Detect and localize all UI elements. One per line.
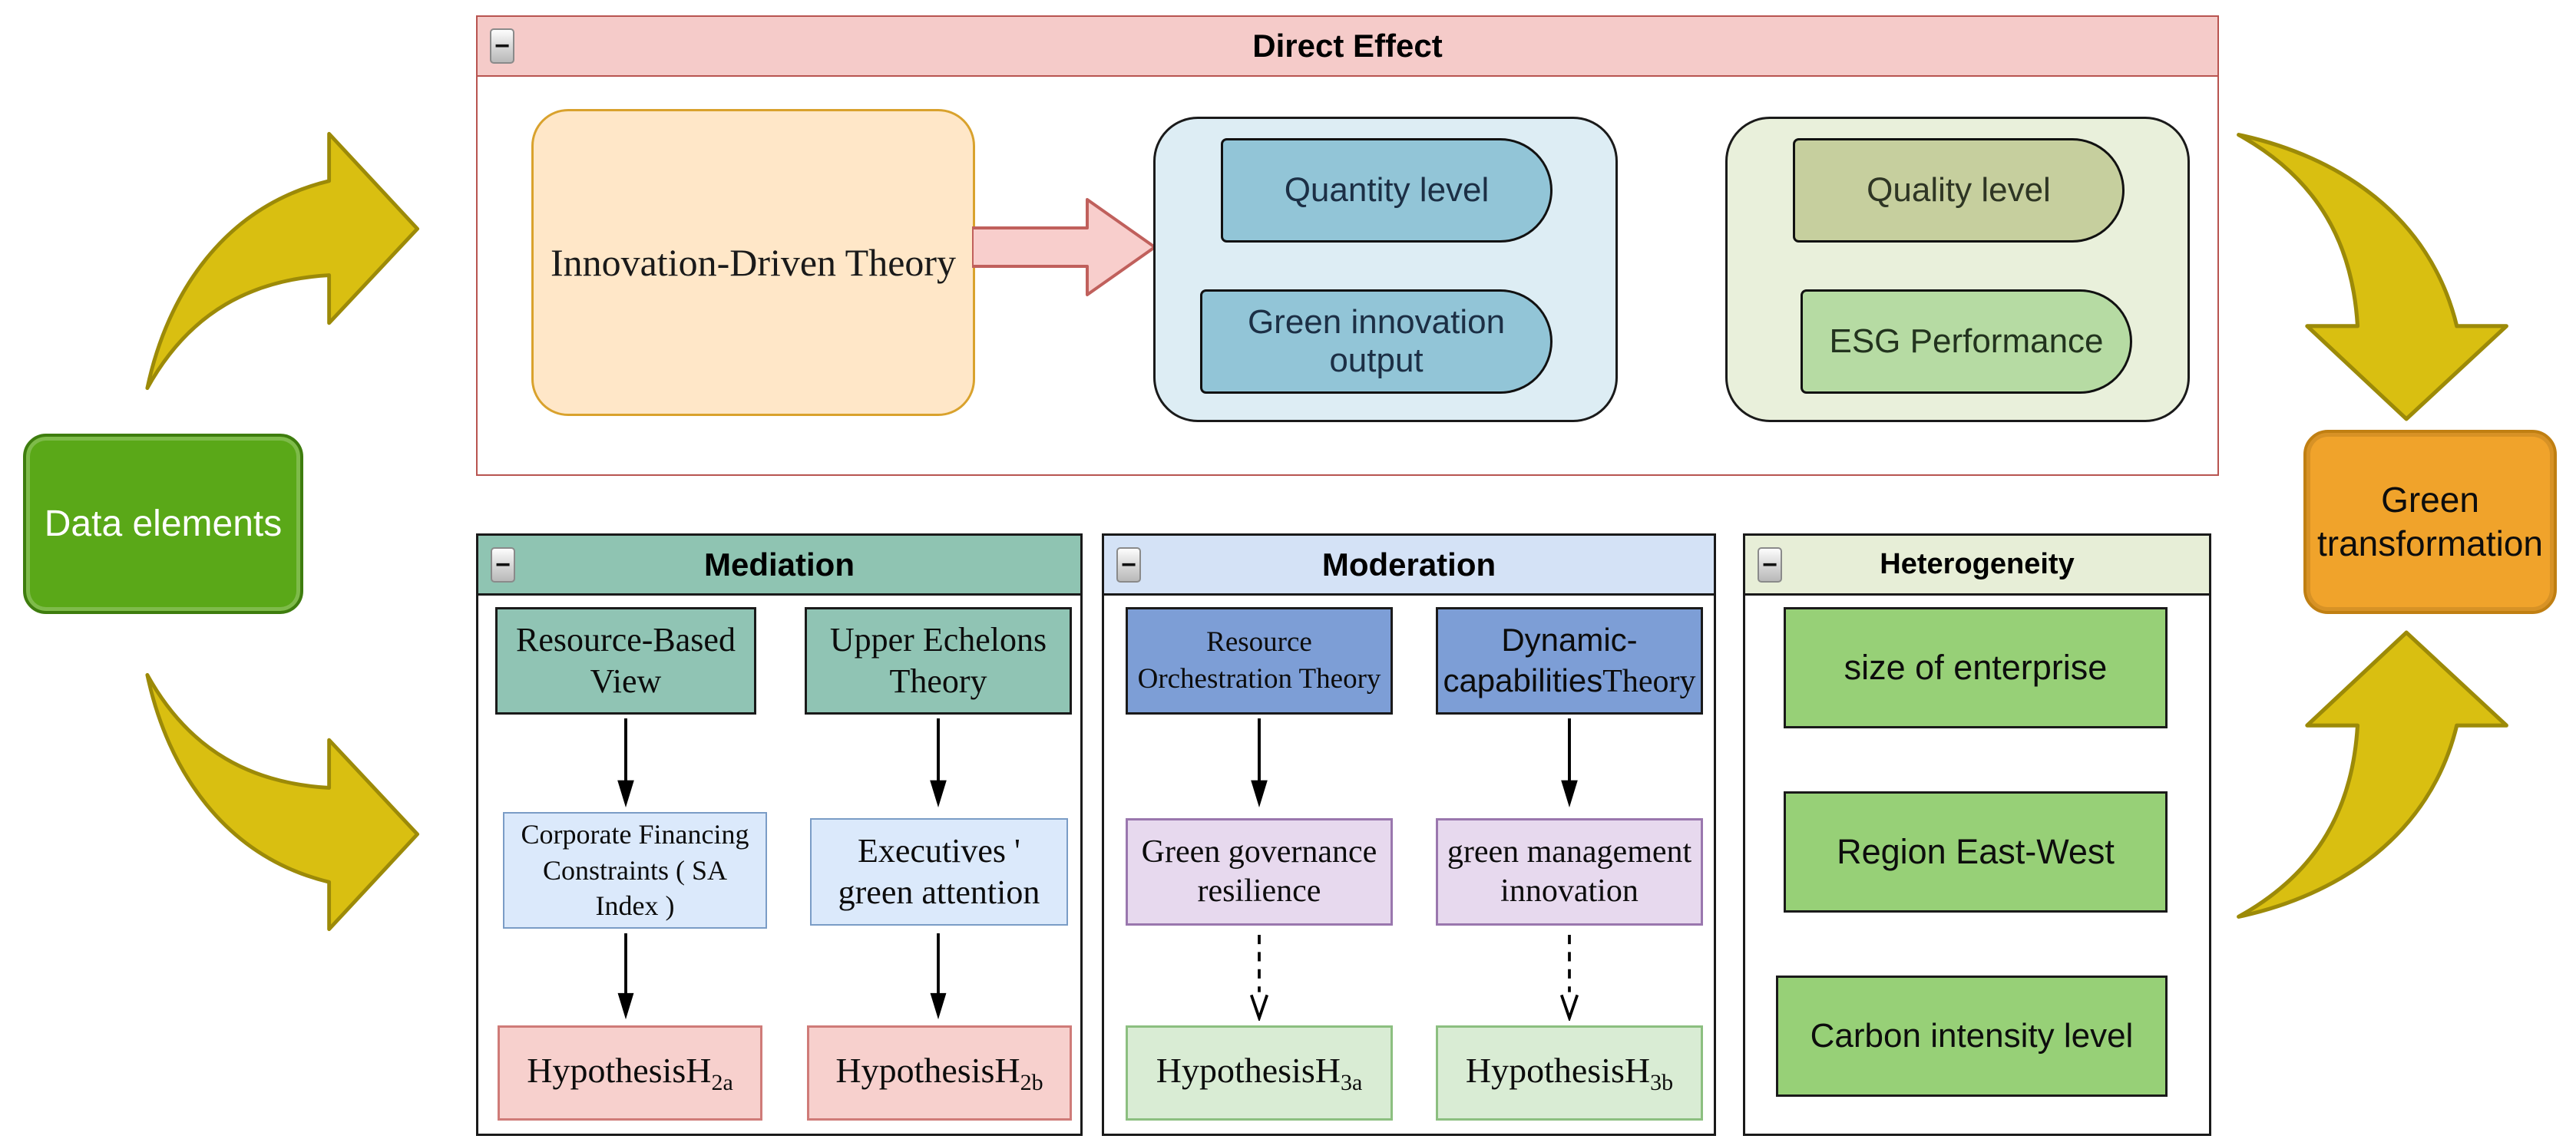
carbon-intensity-label: Carbon intensity level bbox=[1810, 1017, 2134, 1055]
green-transformation-label-line2: transformation bbox=[2316, 523, 2543, 563]
green-governance-line1: Green governance bbox=[1141, 834, 1377, 870]
financing-constraints-line3: Index ) bbox=[595, 890, 675, 922]
curved-arrow-top-left bbox=[145, 131, 420, 391]
panel-direct-effect-body: Innovation-Driven Theory Quantity level … bbox=[478, 77, 2217, 474]
panel-moderation-header: − Moderation bbox=[1104, 536, 1714, 596]
green-management-innovation-node[interactable]: green management innovation bbox=[1436, 818, 1703, 926]
panel-moderation: − Moderation Resource Orchestration Theo… bbox=[1102, 533, 1716, 1136]
upper-echelons-line2: Theory bbox=[889, 662, 987, 700]
hypothesis-h3a-node[interactable]: HypothesisH3a bbox=[1126, 1025, 1393, 1121]
quantity-level-node[interactable]: Quantity level bbox=[1221, 138, 1553, 243]
resource-based-view-line1: Resource-Based bbox=[516, 621, 736, 659]
panel-moderation-body: Resource Orchestration Theory Dynamic- c… bbox=[1104, 596, 1714, 1134]
down-arrow bbox=[930, 718, 947, 808]
minimize-button[interactable]: − bbox=[491, 546, 515, 583]
down-arrow bbox=[930, 933, 947, 1020]
region-east-west-node[interactable]: Region East-West bbox=[1784, 791, 2168, 913]
upper-echelons-line1: Upper Echelons bbox=[829, 621, 1047, 659]
data-elements-node[interactable]: Data elements bbox=[23, 434, 303, 614]
panel-moderation-title: Moderation bbox=[1321, 546, 1496, 583]
data-elements-label: Data elements bbox=[44, 503, 283, 544]
green-management-line2: innovation bbox=[1500, 873, 1639, 909]
green-innovation-output-label: Green innovation output bbox=[1247, 303, 1506, 379]
innovation-driven-theory-node[interactable]: Innovation-Driven Theory bbox=[531, 109, 975, 416]
dynamic-capabilities-theory-node[interactable]: Dynamic- capabilitiesTheory bbox=[1436, 607, 1703, 715]
esg-performance-label: ESG Performance bbox=[1829, 322, 2104, 360]
hypothesis-h3b-label: HypothesisH3b bbox=[1465, 1050, 1674, 1096]
green-innovation-output-node[interactable]: Green innovation output bbox=[1200, 289, 1553, 394]
esg-group[interactable]: Quality level ESG Performance bbox=[1725, 117, 2190, 422]
resource-based-view-node[interactable]: Resource-Based View bbox=[495, 607, 756, 715]
dynamic-capabilities-line2: capabilitiesTheory bbox=[1443, 662, 1696, 699]
dashed-down-arrow bbox=[1249, 935, 1269, 1021]
down-arrow bbox=[1251, 718, 1268, 808]
minimize-button[interactable]: − bbox=[490, 28, 514, 64]
green-transformation-label-line1: Green bbox=[2381, 479, 2479, 520]
innovation-driven-theory-label: Innovation-Driven Theory bbox=[550, 241, 957, 284]
executives-attention-line1: Executives ' bbox=[858, 832, 1020, 870]
hypothesis-h2a-label: HypothesisH2a bbox=[527, 1050, 733, 1096]
size-of-enterprise-node[interactable]: size of enterprise bbox=[1784, 607, 2168, 728]
down-arrow bbox=[1561, 718, 1578, 808]
quality-level-label: Quality level bbox=[1867, 171, 2051, 209]
down-arrow bbox=[617, 933, 634, 1020]
resource-based-view-line2: View bbox=[590, 662, 662, 700]
curved-arrow-bottom-left bbox=[145, 672, 420, 932]
hypothesis-h2a-node[interactable]: HypothesisH2a bbox=[498, 1025, 762, 1121]
panel-mediation-title: Mediation bbox=[704, 546, 855, 583]
panel-heterogeneity-header: − Heterogeneity bbox=[1745, 536, 2209, 596]
esg-performance-node[interactable]: ESG Performance bbox=[1801, 289, 2132, 394]
curved-arrow-top-right bbox=[2237, 133, 2508, 421]
resource-orchestration-theory-node[interactable]: Resource Orchestration Theory bbox=[1126, 607, 1393, 715]
panel-direct-effect-title: Direct Effect bbox=[1252, 28, 1443, 64]
green-innovation-group[interactable]: Quantity level Green innovation output bbox=[1153, 117, 1618, 422]
size-of-enterprise-label: size of enterprise bbox=[1844, 648, 2108, 687]
hypothesis-h3b-node[interactable]: HypothesisH3b bbox=[1436, 1025, 1703, 1121]
executives-attention-line2: green attention bbox=[838, 873, 1040, 911]
block-arrow-right bbox=[972, 198, 1156, 296]
down-arrow bbox=[617, 718, 634, 808]
panel-heterogeneity-body: size of enterprise Region East-West Carb… bbox=[1745, 596, 2209, 1134]
panel-mediation: − Mediation Resource-Based View Upper Ec… bbox=[476, 533, 1083, 1136]
panel-mediation-body: Resource-Based View Upper Echelons Theor… bbox=[478, 596, 1080, 1134]
financing-constraints-line1: Corporate Financing bbox=[521, 818, 749, 850]
green-transformation-node[interactable]: Green transformation bbox=[2303, 430, 2557, 614]
curved-arrow-bottom-right bbox=[2237, 630, 2508, 919]
panel-heterogeneity: − Heterogeneity size of enterprise Regio… bbox=[1743, 533, 2211, 1136]
minimize-button[interactable]: − bbox=[1116, 546, 1141, 583]
executives-green-attention-node[interactable]: Executives ' green attention bbox=[810, 818, 1068, 926]
carbon-intensity-level-node[interactable]: Carbon intensity level bbox=[1776, 976, 2168, 1097]
green-management-line1: green management bbox=[1447, 834, 1692, 870]
minimize-button[interactable]: − bbox=[1758, 546, 1782, 583]
resource-orchestration-line2: Orchestration Theory bbox=[1137, 663, 1381, 695]
financing-constraints-line2: Constraints ( SA bbox=[542, 854, 727, 886]
green-governance-resilience-node[interactable]: Green governance resilience bbox=[1126, 818, 1393, 926]
quality-level-node[interactable]: Quality level bbox=[1793, 138, 2125, 243]
panel-direct-effect: − Direct Effect Innovation-Driven Theory… bbox=[476, 15, 2219, 476]
hypothesis-h2b-node[interactable]: HypothesisH2b bbox=[807, 1025, 1072, 1121]
panel-direct-effect-header: − Direct Effect bbox=[478, 17, 2217, 77]
quantity-level-label: Quantity level bbox=[1284, 171, 1490, 209]
dashed-down-arrow bbox=[1559, 935, 1579, 1021]
hypothesis-h2b-label: HypothesisH2b bbox=[835, 1050, 1043, 1096]
panel-mediation-header: − Mediation bbox=[478, 536, 1080, 596]
upper-echelons-theory-node[interactable]: Upper Echelons Theory bbox=[805, 607, 1072, 715]
region-east-west-label: Region East-West bbox=[1837, 832, 2115, 871]
hypothesis-h3a-label: HypothesisH3a bbox=[1156, 1050, 1363, 1096]
panel-heterogeneity-title: Heterogeneity bbox=[1880, 548, 2075, 580]
dynamic-capabilities-line1: Dynamic- bbox=[1501, 622, 1638, 658]
green-governance-line2: resilience bbox=[1197, 873, 1321, 909]
resource-orchestration-line1: Resource bbox=[1206, 626, 1312, 658]
financing-constraints-node[interactable]: Corporate Financing Constraints ( SA Ind… bbox=[503, 812, 767, 929]
